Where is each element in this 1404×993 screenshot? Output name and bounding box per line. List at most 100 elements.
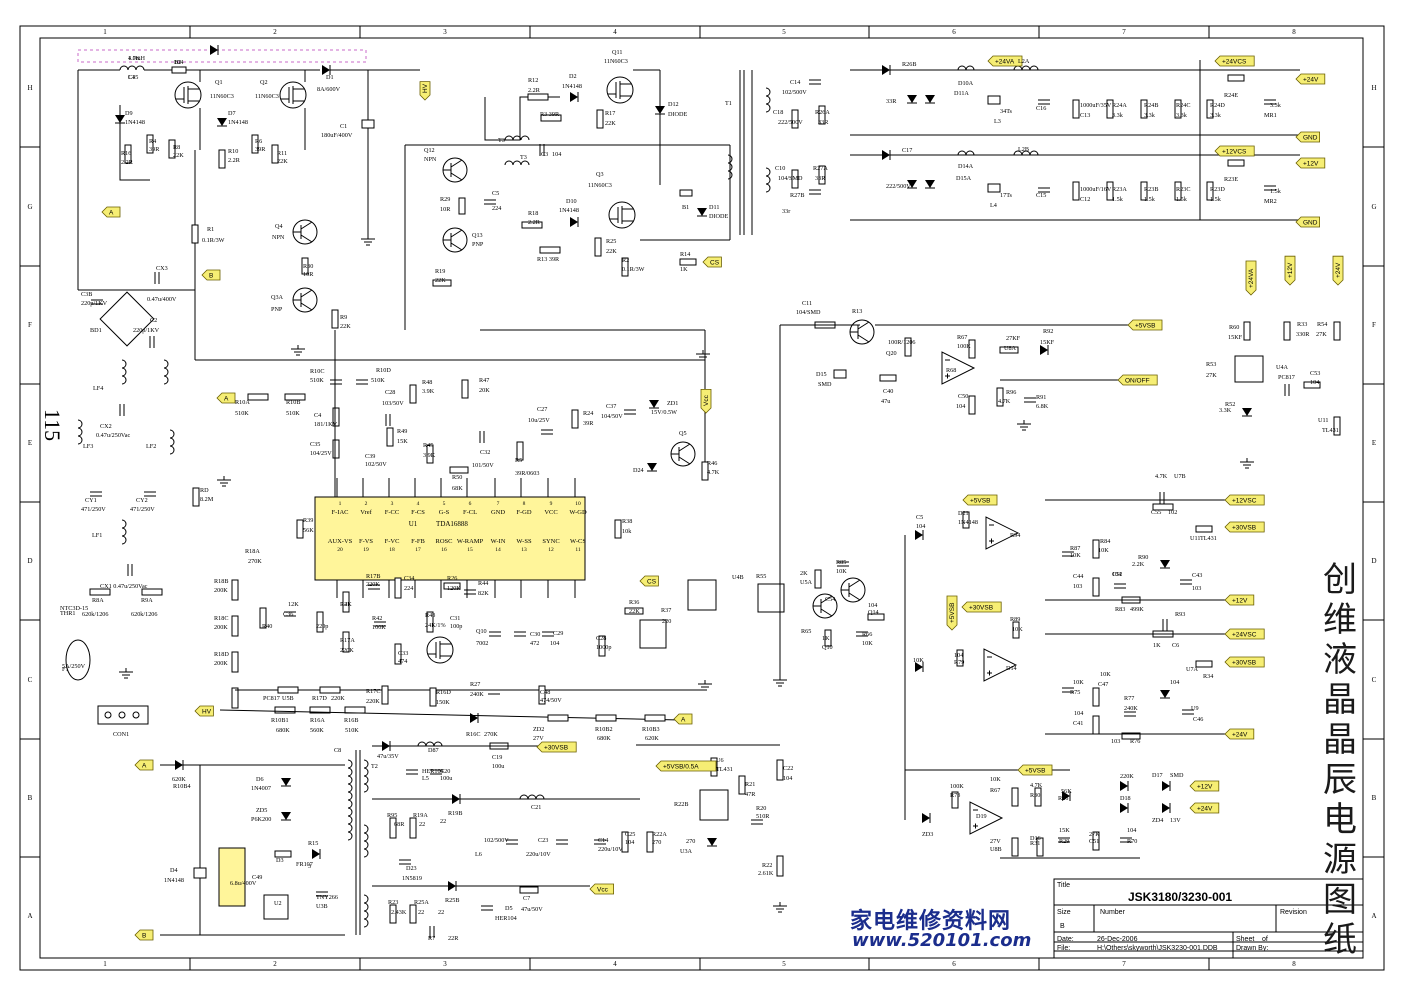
part-label: U6 — [716, 757, 724, 764]
part-label: SMD — [818, 381, 832, 388]
part-label: R29 — [440, 196, 450, 203]
part-label: 620k/1206 — [82, 611, 108, 618]
ic-pin-number: 6 — [469, 501, 472, 507]
ic-pin-name: F-GD — [516, 509, 531, 516]
part-label: C21 — [531, 804, 541, 811]
part-label: 100K — [950, 783, 964, 790]
part-label: B2 — [174, 59, 181, 66]
resistor-rd — [192, 487, 200, 507]
part-label: R24B — [1144, 102, 1158, 109]
resistor-r13 — [539, 246, 561, 254]
resistor-r26b2 — [1034, 787, 1042, 807]
resistor-r26b — [818, 105, 826, 125]
part-label: R16A — [310, 717, 325, 724]
part-label: R16C — [466, 731, 480, 738]
grid-row-label: H — [27, 84, 32, 92]
mosfet-q3 — [608, 201, 636, 229]
part-label: D1 — [326, 74, 334, 81]
connector-pin — [132, 711, 140, 719]
resistor-r25b — [409, 904, 417, 924]
grid-row-label: C — [1372, 676, 1377, 684]
part-label: 100K — [372, 624, 386, 631]
part-label: 100K — [957, 343, 971, 350]
transistor-q5 — [678, 456, 691, 465]
net-flag-label: +24VCS — [1222, 59, 1247, 66]
part-label: U11 — [1190, 535, 1200, 542]
part-label: 240K — [1124, 705, 1138, 712]
part-label: 2K — [800, 570, 808, 577]
resistor-r23 — [776, 855, 784, 877]
part-label: ZD5 — [256, 807, 267, 814]
resistor-r3 — [540, 114, 562, 122]
part-label: D2 — [569, 73, 577, 80]
part-label: 1000uF/16V — [1080, 186, 1112, 193]
part-label: CX3 — [156, 265, 168, 272]
part-label: R66 — [862, 631, 872, 638]
net-flag: +5VSB — [1127, 319, 1163, 331]
part-label: 0.47u/250Vac — [96, 432, 130, 439]
net-flag: A — [101, 206, 121, 218]
part-label: C20 — [440, 768, 450, 775]
wire — [119, 105, 150, 181]
part-label: 2.2R — [228, 157, 241, 164]
part-label: R36 — [629, 599, 639, 606]
part-label: R19B — [448, 810, 462, 817]
net-flag-label: +24VSC — [1232, 632, 1257, 639]
part-label: 1N4148 — [164, 877, 184, 884]
transformer-t2-secondary — [363, 824, 369, 858]
transformer-t3 — [504, 160, 530, 166]
part-label: D5 — [505, 905, 513, 912]
part-label: 1000uF/35V — [1080, 102, 1112, 109]
part-label: D14 — [1006, 665, 1017, 672]
grid-column-label: 5 — [782, 960, 786, 968]
part-label: L1 — [128, 74, 135, 81]
resistor-r45 — [426, 444, 434, 464]
resistor-r19b — [409, 817, 417, 839]
part-label: 39R — [149, 146, 160, 153]
diode-d16 — [922, 813, 930, 823]
resistor-r23-load — [1106, 181, 1114, 201]
part-label: L4 — [990, 202, 997, 209]
part-label: ZD3 — [922, 831, 933, 838]
diode-d15a — [925, 180, 935, 188]
part-label: 103 — [1111, 738, 1120, 745]
part-label: D3 — [276, 857, 284, 864]
transistor-q14 — [820, 608, 833, 617]
resistor-r55 — [1333, 416, 1341, 436]
part-label: R89 — [1010, 616, 1020, 623]
net-flag-label: +5VSB/0.5A — [663, 764, 699, 771]
part-label: 22 — [438, 909, 444, 916]
part-label: 0.1R/3W — [622, 266, 645, 273]
net-flag: +12V — [1224, 594, 1255, 606]
ic-pin-number: 12 — [548, 547, 554, 553]
diode-d1 — [322, 65, 330, 75]
part-label: 104/SMD — [778, 175, 803, 182]
part-label: D11A — [954, 90, 969, 97]
resistor-r10b1 — [538, 685, 546, 705]
part-label: R3 39R — [540, 111, 560, 118]
part-label: R48 — [422, 379, 432, 386]
net-flag: +12V — [1189, 780, 1220, 792]
part-label: C45 — [128, 74, 138, 81]
net-flag-label: +12VSC — [1232, 498, 1257, 505]
inductor-lf4 — [163, 359, 169, 385]
part-label: C47 — [1098, 681, 1108, 688]
part-label: 27K — [1316, 331, 1327, 338]
grid-column-label: 6 — [952, 28, 956, 36]
part-label: C46 — [1193, 716, 1203, 723]
grid-row-label: C — [28, 676, 33, 684]
fuse-thermistor — [65, 639, 91, 681]
part-label: R29 — [1059, 838, 1069, 845]
part-label: LF2 — [146, 443, 156, 450]
part-label: 0.47u/400V — [147, 296, 177, 303]
part-label: C37 — [606, 403, 616, 410]
part-label: C11 — [802, 300, 812, 307]
diode-d4 — [312, 849, 320, 859]
part-label: R22 — [762, 862, 772, 869]
part-label: PC817 — [263, 695, 280, 702]
part-label: U2 — [274, 900, 282, 907]
part-label: C4 — [314, 412, 321, 419]
part-label: C34 — [404, 575, 414, 582]
part-label: 104 — [550, 640, 559, 647]
ic-pin-number: 9 — [550, 501, 553, 507]
